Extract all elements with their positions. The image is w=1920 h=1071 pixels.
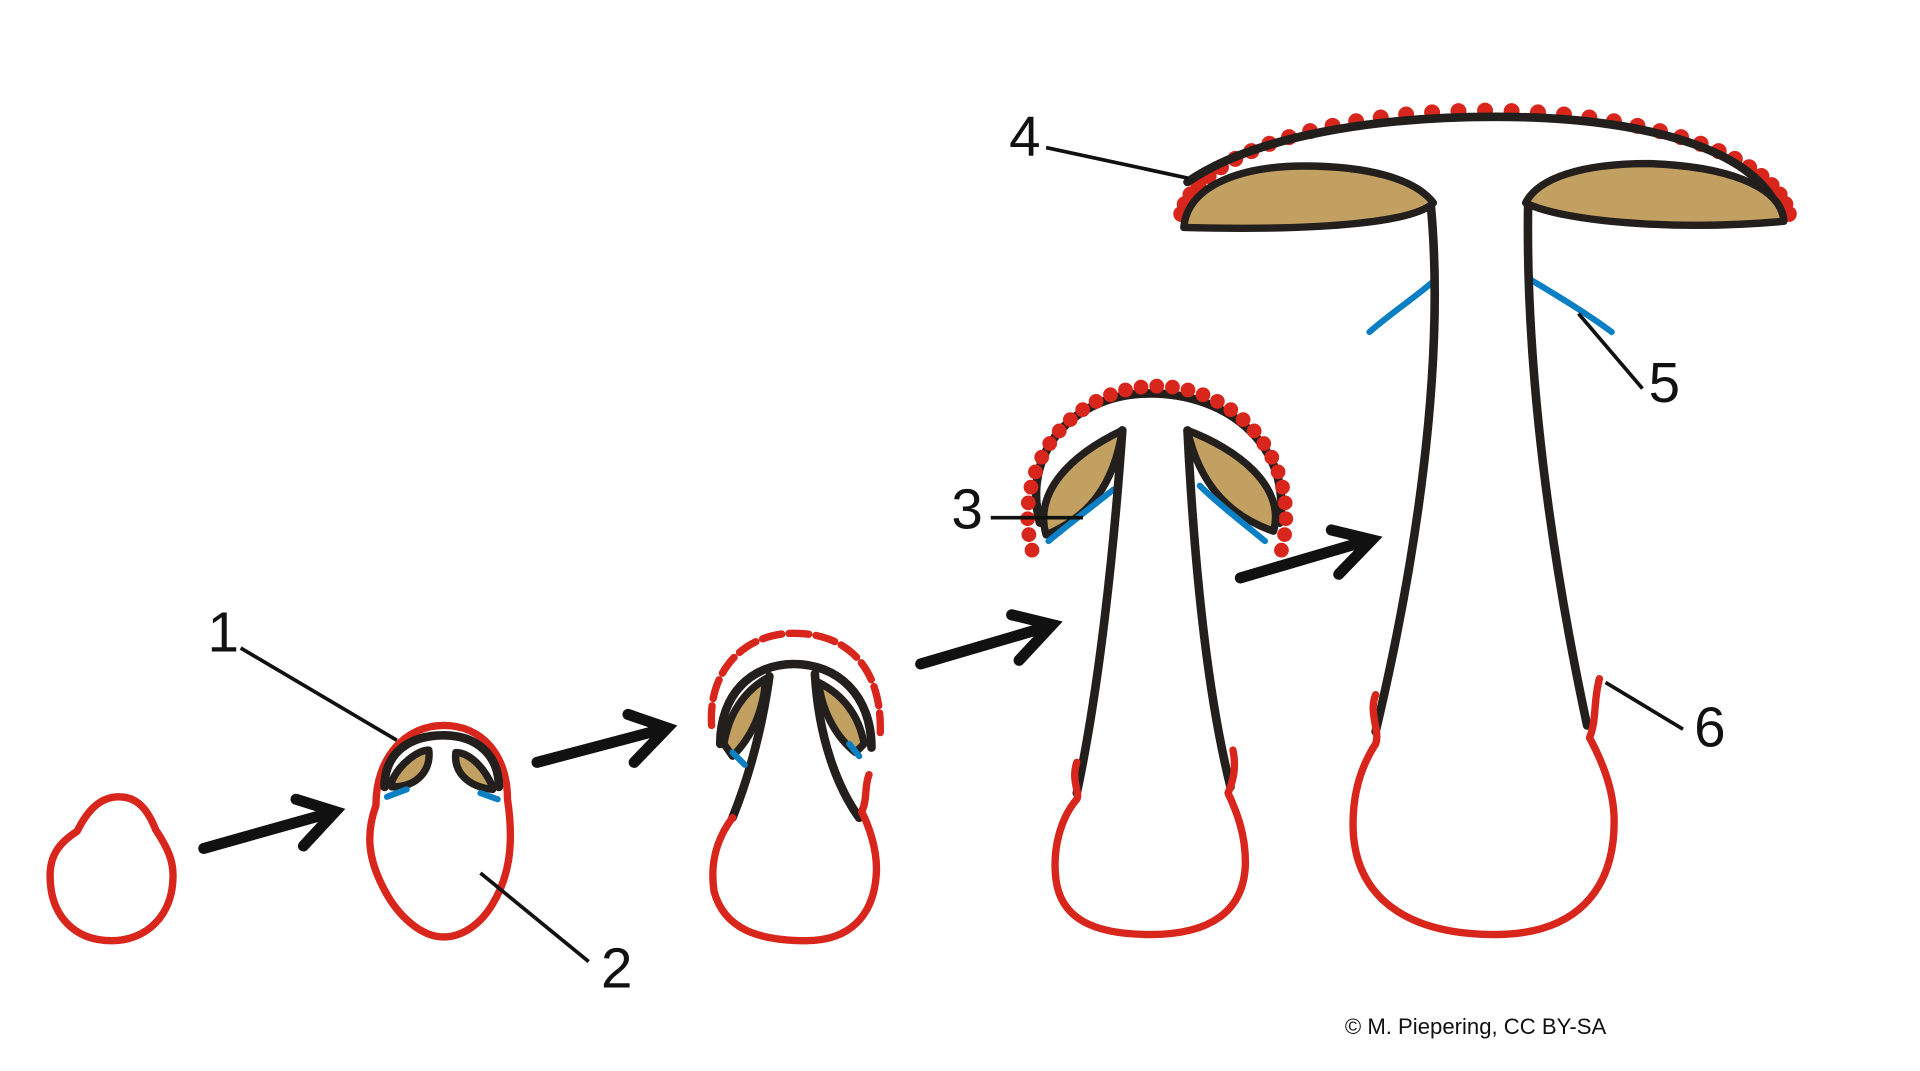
label-5: 5	[1649, 351, 1680, 414]
veil-dot	[1270, 464, 1286, 480]
veil-dot	[1088, 393, 1104, 409]
veil-dot	[1020, 495, 1036, 511]
veil-dot	[1278, 511, 1294, 527]
veil-dot	[1023, 479, 1039, 495]
stage-3-young	[707, 629, 884, 945]
veil-dot	[1021, 527, 1037, 542]
stage-4-expanding	[1020, 378, 1294, 939]
veil-dot	[1024, 542, 1040, 558]
veil-dot	[1165, 379, 1180, 395]
veil-dot	[1256, 436, 1272, 451]
label-2: 2	[601, 936, 632, 999]
veil-dot	[1062, 412, 1078, 427]
veil-dot	[1180, 382, 1196, 398]
stage-1-egg	[46, 793, 177, 945]
veil-dot	[1246, 423, 1262, 439]
veil-dot	[1103, 387, 1118, 403]
veil-dot	[1264, 449, 1280, 465]
veil-dot	[1223, 402, 1239, 418]
veil-dot	[1235, 412, 1251, 427]
label-3: 3	[951, 478, 982, 541]
veil-dot	[1133, 379, 1149, 395]
copyright-notice: © M. Piepering, CC BY-SA	[1345, 1014, 1607, 1039]
label-6: 6	[1694, 695, 1725, 758]
veil-dot	[1042, 436, 1058, 451]
veil-dot	[1209, 393, 1225, 409]
veil-dot	[1277, 527, 1292, 542]
veil-dot	[1028, 464, 1043, 480]
veil-dot	[1075, 402, 1091, 418]
label-4: 4	[1009, 105, 1040, 168]
stage-5-mature	[1173, 102, 1797, 939]
veil-dot	[1195, 387, 1211, 403]
universal-veil-remnants	[1020, 378, 1294, 558]
callouts: 1 2 3 4 5 6	[207, 105, 1725, 999]
veil-dot	[1149, 378, 1165, 394]
veil-dot	[1051, 423, 1067, 439]
stage-arrows	[198, 524, 1383, 854]
veil-dot	[1118, 382, 1133, 398]
stage-2-button	[366, 721, 515, 941]
veil-dot	[1275, 479, 1290, 495]
label-1: 1	[207, 601, 238, 664]
veil-dot	[1277, 495, 1293, 511]
veil-dot	[1034, 449, 1050, 465]
veil-dot	[1274, 542, 1289, 558]
